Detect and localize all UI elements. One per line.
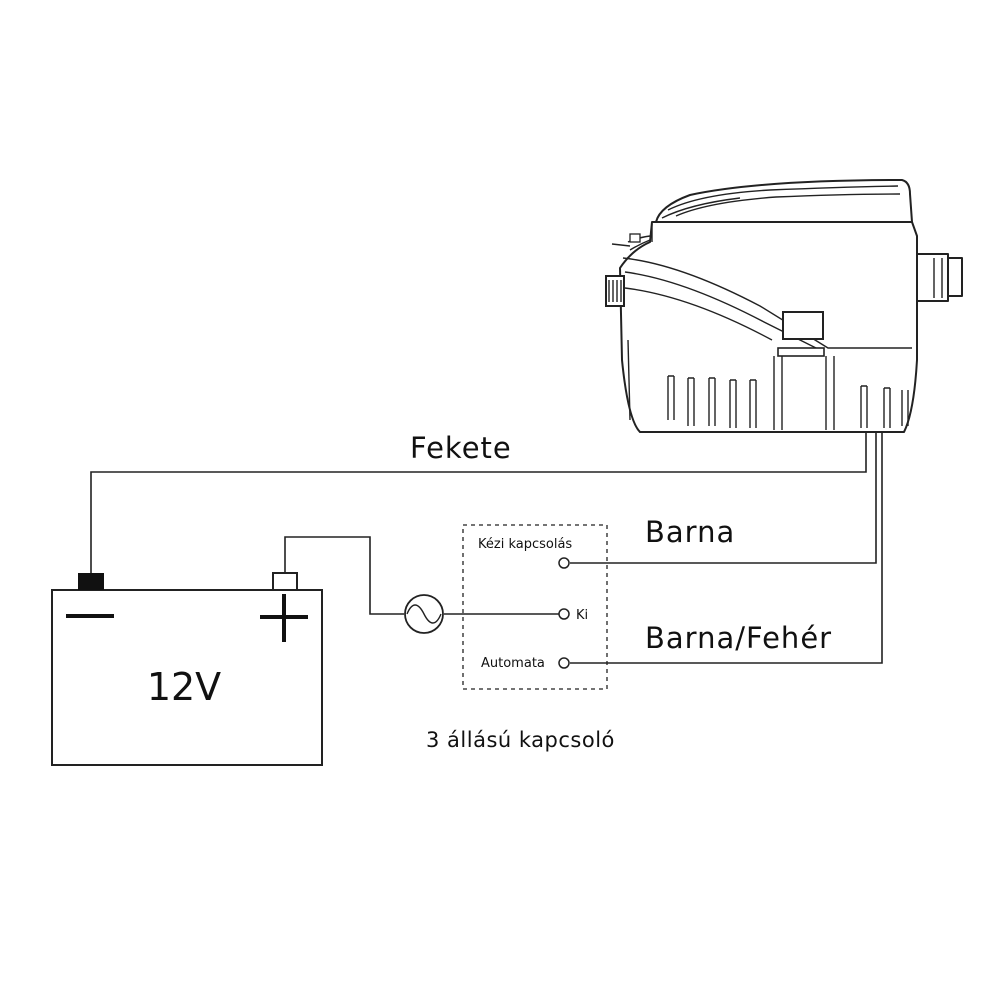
positive-wire: [284, 536, 404, 615]
pump-strainer-slots: [667, 356, 909, 430]
battery-voltage-label: 12V: [147, 665, 221, 709]
switch-position-auto: Automata: [481, 656, 545, 671]
off-contact: [558, 608, 570, 620]
battery: 12V: [51, 572, 323, 766]
pump-body: [619, 221, 918, 433]
pump-lid: [655, 179, 913, 223]
switch-caption: 3 állású kapcsoló: [426, 728, 615, 752]
switch-position-manual: Kézi kapcsolás: [478, 537, 572, 552]
black-wire-label: Fekete: [410, 431, 512, 465]
pump-outlet: [913, 253, 963, 302]
manual-contact: [558, 557, 570, 569]
auto-contact: [558, 657, 570, 669]
negative-terminal: [78, 573, 104, 590]
black-wire: [90, 432, 867, 573]
pump-edge-line: [627, 339, 631, 421]
switch-position-off: Ki: [576, 608, 588, 623]
brown-white-wire-label: Barna/Fehér: [645, 621, 832, 655]
wires: [90, 432, 883, 664]
three-position-switch: Kézi kapcsolás Ki Automata: [462, 524, 608, 690]
bilge-pump-illustration: [605, 179, 963, 433]
pump-side-knob: [605, 275, 625, 307]
pump-cable-stub: [611, 233, 651, 251]
brown-wire-label: Barna: [645, 515, 735, 549]
fuse-symbol-icon: [406, 604, 442, 624]
brown-wire: [570, 432, 877, 564]
brown-white-wire: [570, 432, 883, 664]
pump-indicator-window: [782, 311, 824, 340]
battery-body: [51, 589, 323, 766]
switch-box: [462, 524, 608, 690]
fuse: [404, 594, 444, 634]
plus-sign: [260, 594, 308, 642]
positive-terminal: [272, 572, 298, 591]
